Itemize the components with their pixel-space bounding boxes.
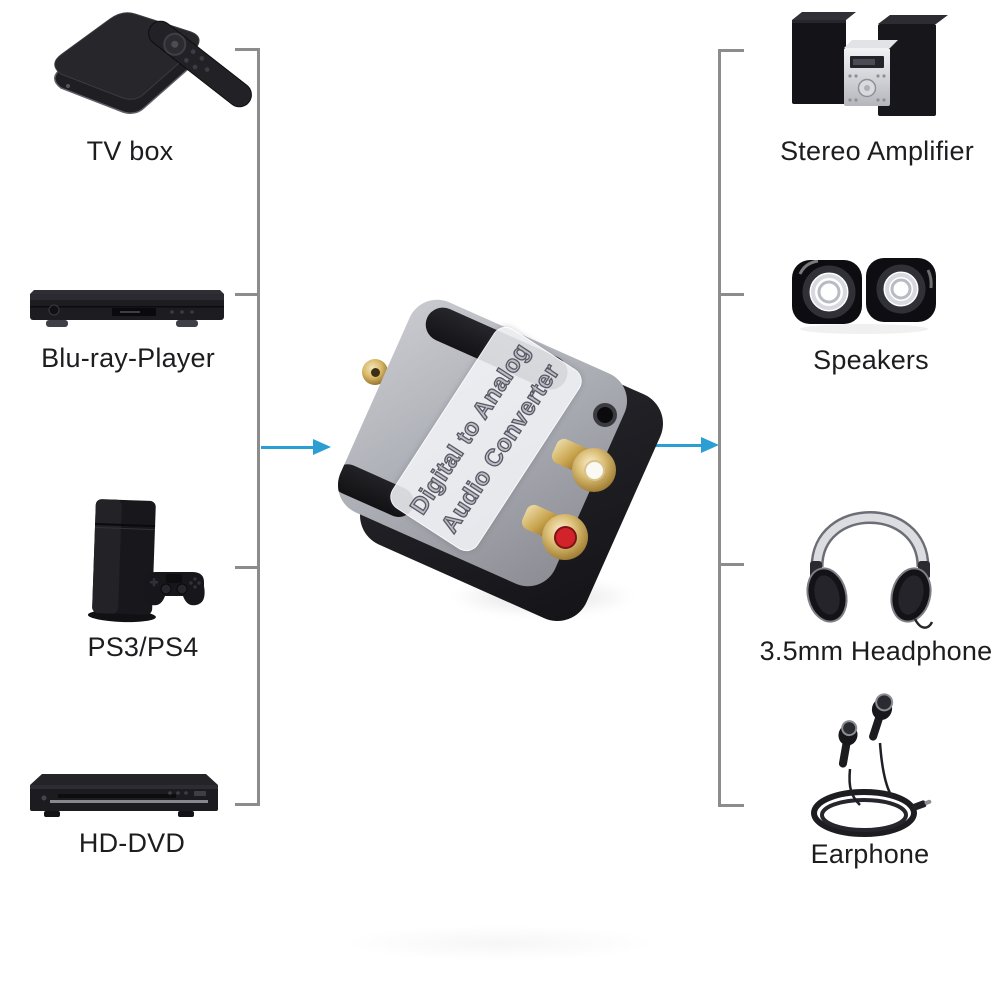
right-bracket-tick-speakers — [721, 293, 744, 296]
left-bracket-vertical-line — [257, 48, 260, 806]
ps3-ps4-label: PS3/PS4 — [87, 632, 199, 662]
ps-touchpad — [166, 574, 182, 583]
headphone-label: 3.5mm Headphone — [759, 636, 993, 666]
headphone-earcup-right — [890, 567, 932, 623]
right-bracket-vertical-line — [718, 49, 721, 807]
headphone-earcup-left — [806, 567, 848, 623]
blu-ray-knob — [48, 304, 60, 316]
ps3-ps4-image — [87, 499, 205, 623]
right-bracket-tick-headphone — [721, 563, 744, 566]
hd-dvd-tray — [58, 794, 176, 798]
ps-stick-left — [160, 583, 172, 595]
ps-console — [87, 499, 156, 623]
blu-ray-player-label: Blu-ray-Player — [41, 343, 215, 373]
speakers-label: Speakers — [813, 345, 929, 375]
headphone-band — [810, 511, 930, 568]
dac-converter-image: Digital to Analog Audio Converter — [325, 275, 674, 632]
earphone-coiled-cable — [811, 789, 917, 837]
input-arrow-shaft — [261, 445, 315, 449]
hd-dvd-power-button — [41, 795, 47, 801]
input-arrow-head — [313, 439, 331, 455]
earphone-image — [811, 693, 932, 837]
stereo-amplifier-image — [792, 12, 948, 116]
earphone-plug — [911, 799, 932, 811]
rca-jack-red-icon — [542, 514, 588, 560]
tv-box-led — [66, 84, 70, 88]
hd-dvd-label: HD-DVD — [78, 828, 186, 858]
input-arrow-icon — [261, 439, 331, 455]
ps-stick-right — [176, 583, 188, 595]
hd-dvd-image — [30, 774, 218, 817]
left-bracket-tick-tv-box — [235, 48, 258, 51]
floor-shadow — [340, 925, 660, 961]
stereo-amplifier-label: Stereo Amplifier — [780, 136, 974, 166]
left-bracket-tick-hd-dvd — [235, 803, 258, 806]
ps-controller — [143, 572, 205, 606]
amp-speaker-right — [878, 24, 936, 116]
tv-box-label: TV box — [86, 136, 174, 166]
output-arrow-icon — [649, 437, 719, 453]
blu-ray-player-image — [30, 290, 224, 327]
amp-speaker-left — [792, 20, 846, 104]
rca-jack-white-icon — [572, 448, 616, 492]
right-bracket-tick-earphone — [721, 804, 744, 807]
output-arrow-shaft — [649, 443, 703, 447]
speakers-image — [792, 258, 936, 334]
tv-remote — [148, 20, 252, 108]
earphone-label: Earphone — [810, 839, 930, 869]
earphone-bud-right — [869, 693, 894, 741]
tv-box-image — [54, 12, 252, 114]
left-bracket-tick-ps — [235, 566, 258, 569]
headphone-cable — [913, 618, 934, 629]
earphone-bud-left — [838, 720, 858, 768]
headphone-image — [806, 511, 934, 629]
output-arrow-head — [701, 437, 719, 453]
right-bracket-tick-amplifier — [721, 49, 744, 52]
left-bracket-tick-blu-ray — [235, 293, 258, 296]
aux-3-5mm-jack-icon — [593, 403, 617, 427]
